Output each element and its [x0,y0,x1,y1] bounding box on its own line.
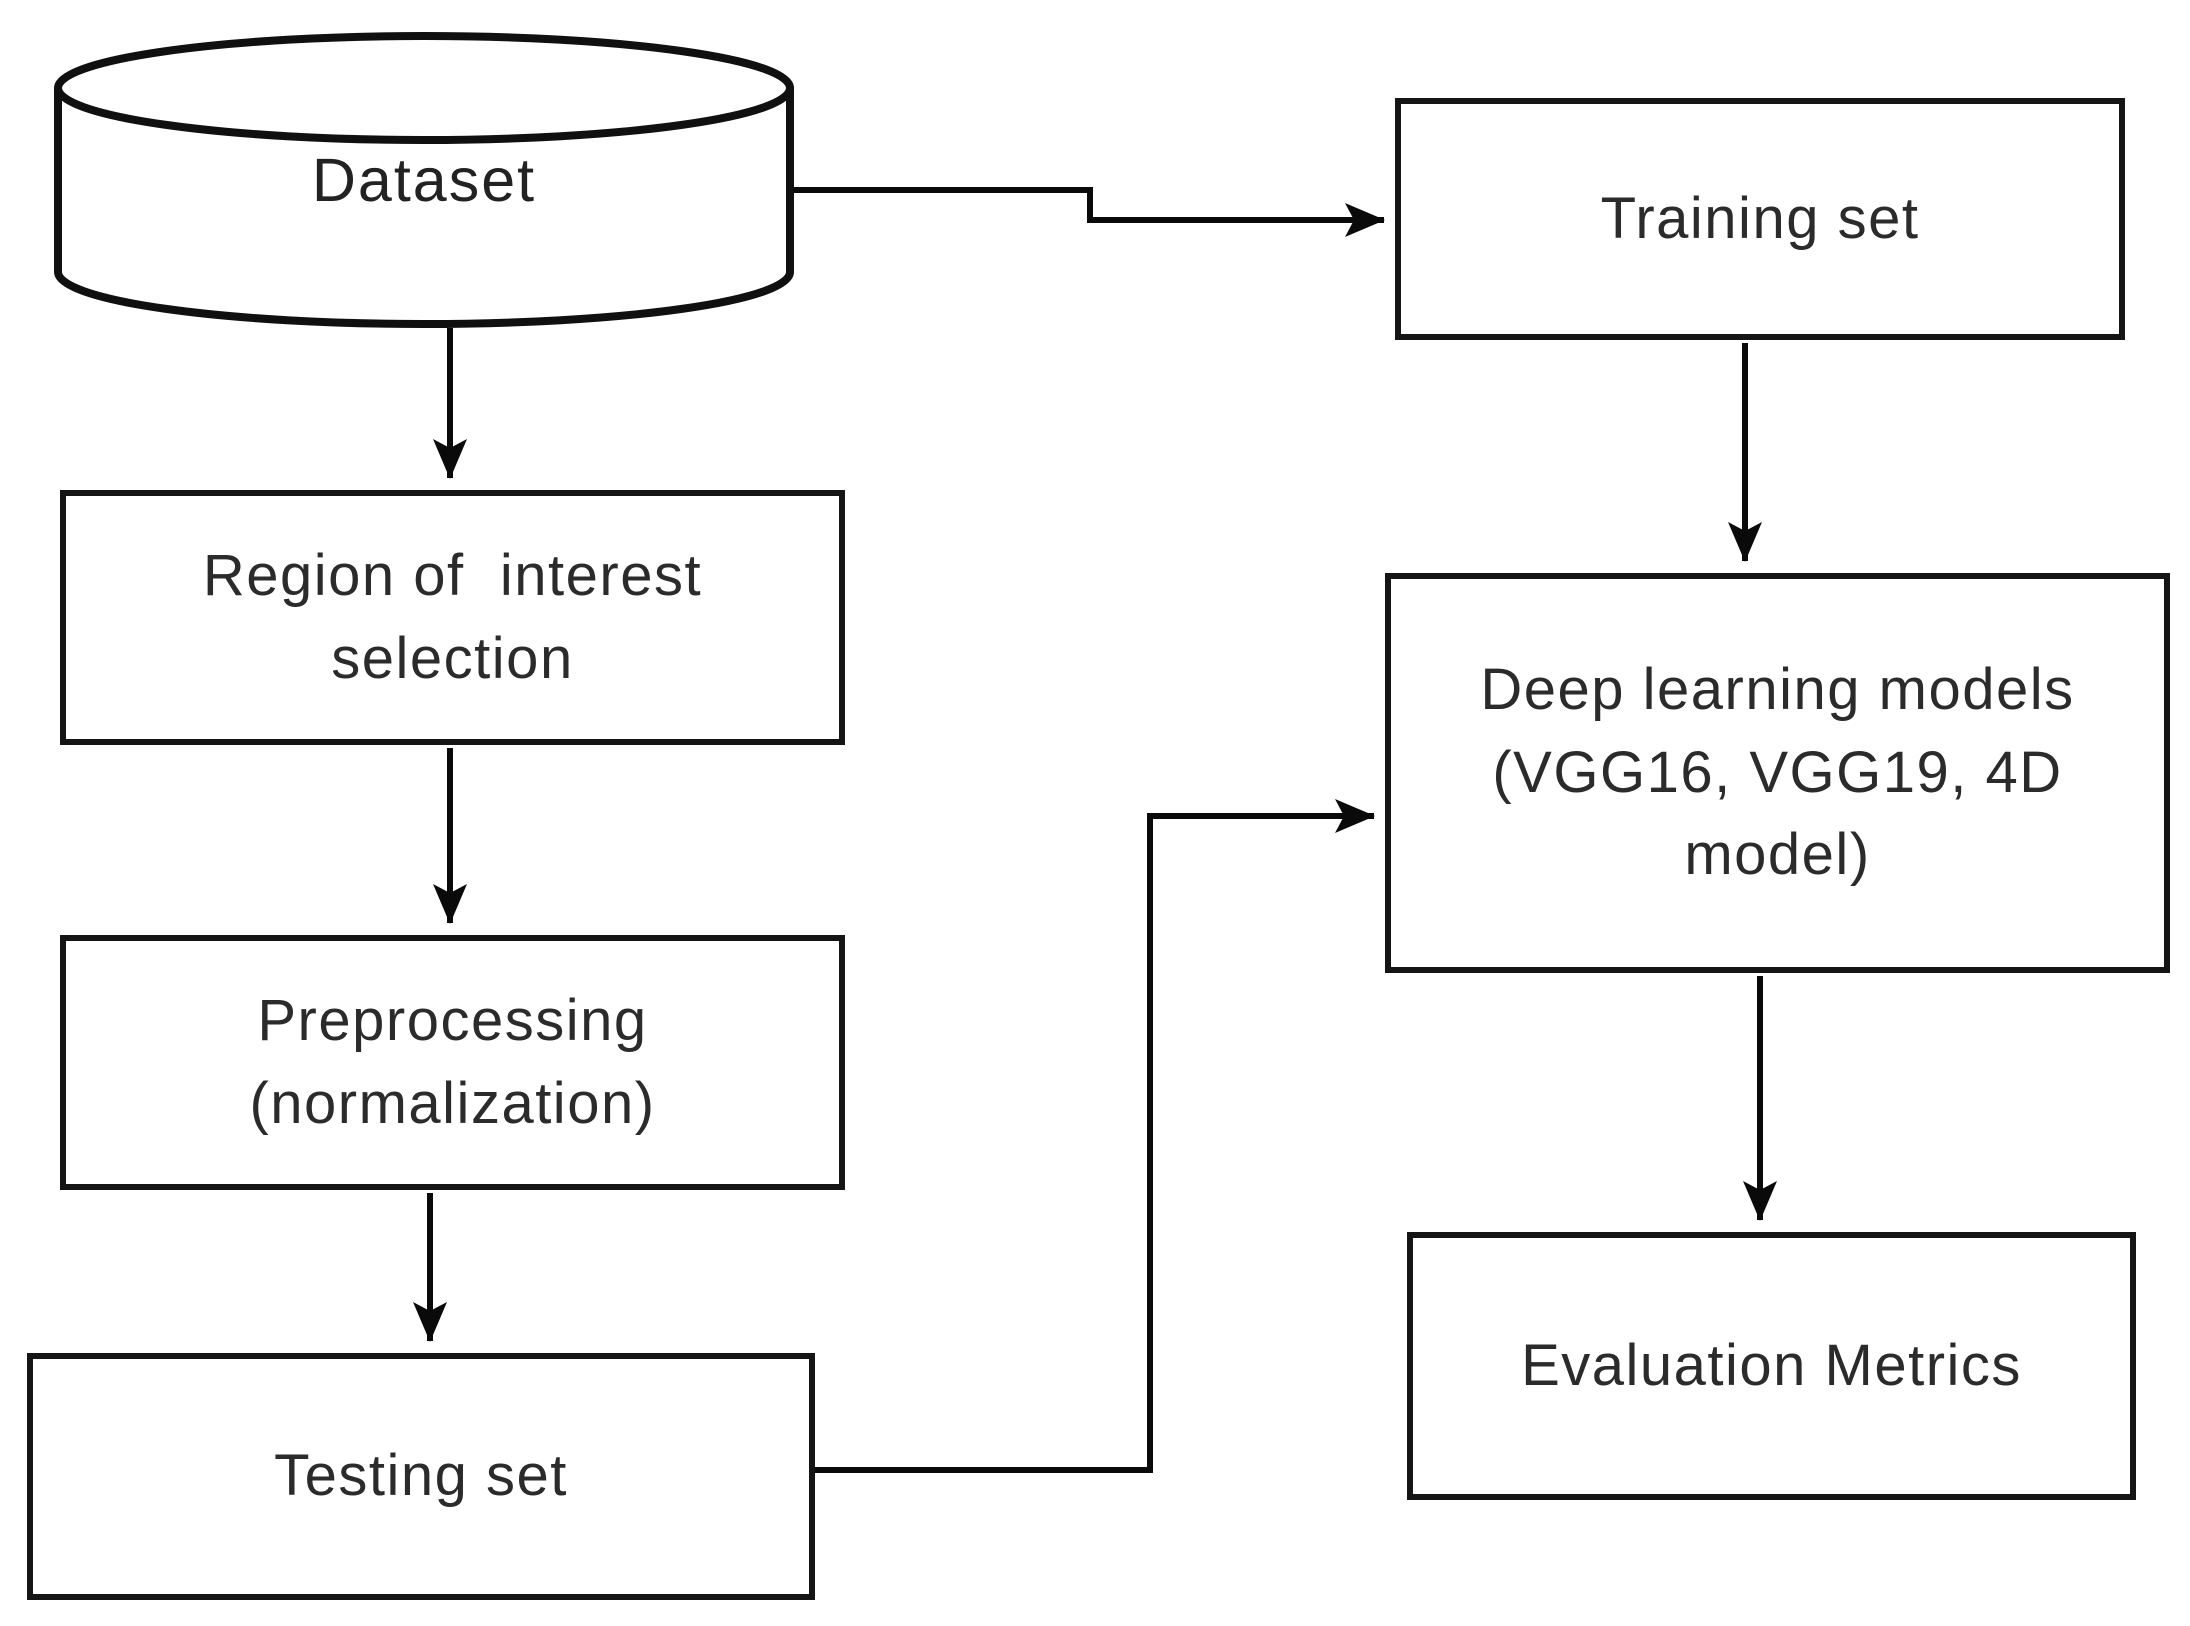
node-evaluation-metrics: Evaluation Metrics [1407,1232,2136,1500]
node-region-of-interest-selection: Region of interest selection [60,490,845,745]
node-deep-learning-models: Deep learning models (VGG16, VGG19, 4D m… [1385,573,2170,973]
node-testing-set: Testing set [27,1353,815,1600]
node-training-set: Training set [1395,98,2125,340]
node-deep-learning-models-label: Deep learning models (VGG16, VGG19, 4D m… [1480,657,2075,888]
node-testing-set-label: Testing set [274,1443,568,1509]
node-preprocessing: Preprocessing (normalization) [60,935,845,1190]
arrow-dataset-to-training-set [793,187,1385,237]
node-dataset-label: Dataset [311,145,537,214]
node-preprocessing-label: Preprocessing (normalization) [249,988,656,1136]
dataset-cylinder-body [54,88,794,328]
node-training-set-label: Training set [1600,185,1920,251]
node-region-of-interest-selection-label: Region of interest selection [202,543,703,691]
node-dataset: Dataset [94,130,754,230]
dataset-cylinder-top [54,32,794,144]
arrow-testing-set-to-deep-learning-models [815,799,1375,1473]
node-evaluation-metrics-label: Evaluation Metrics [1521,1332,2022,1398]
